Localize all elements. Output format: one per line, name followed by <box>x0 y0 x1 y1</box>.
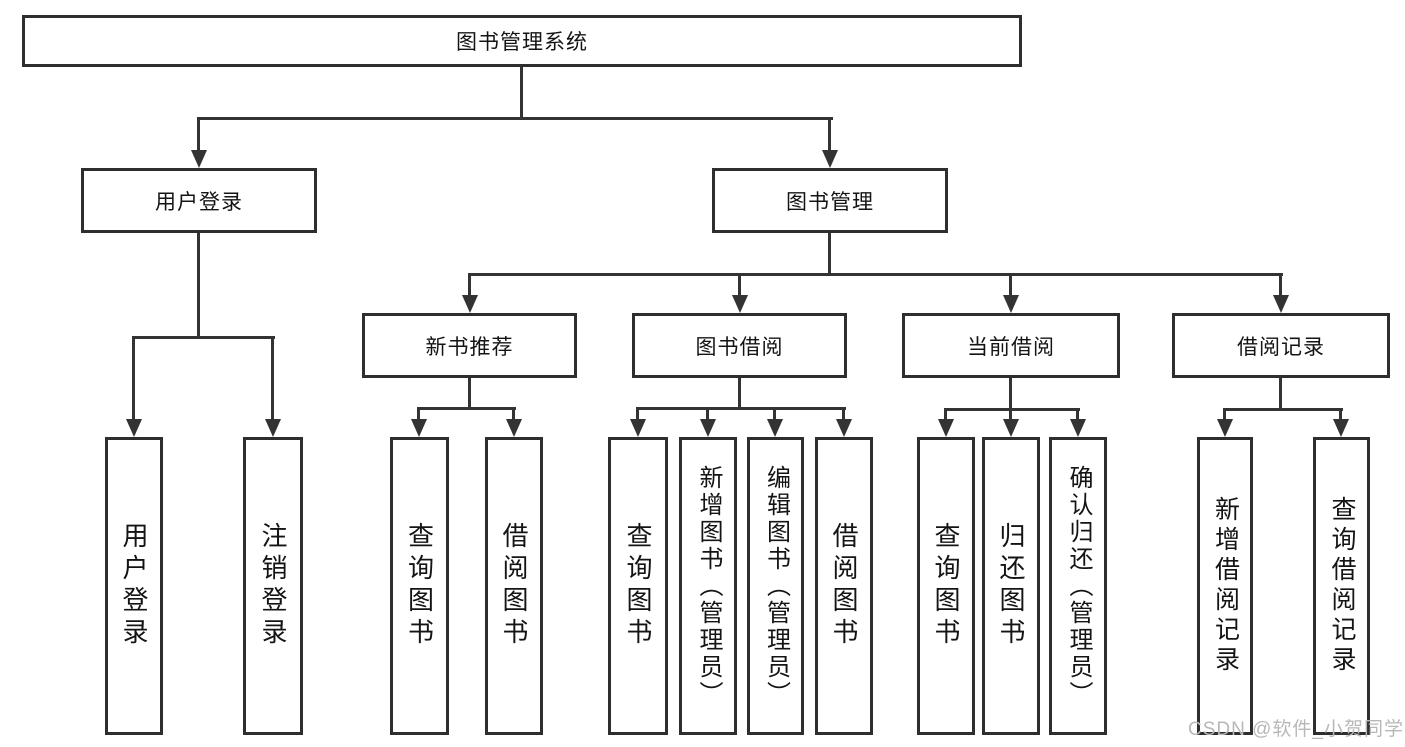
leaf-query-books-current-label: 查询图书 <box>931 522 961 650</box>
connector-line <box>636 407 846 410</box>
connector-line <box>417 407 420 421</box>
leaf-logout-label: 注销登录 <box>258 522 288 650</box>
node-book-borrow-label: 图书借阅 <box>695 335 784 359</box>
arrow-head <box>1070 419 1086 437</box>
leaf-borrow-books-label: 借阅图书 <box>829 522 859 650</box>
leaf-add-borrow-record-label: 新增借阅记录 <box>1211 496 1240 676</box>
arrow-head <box>1003 419 1019 437</box>
connector-line <box>1009 273 1012 297</box>
node-new-book-recommend: 新书推荐 <box>362 313 577 378</box>
connector-line <box>773 407 776 421</box>
connector-line <box>468 378 471 407</box>
arrow-head <box>732 295 748 313</box>
arrow-head <box>1003 295 1019 313</box>
connector-line <box>197 233 200 336</box>
leaf-add-books-admin-label: 新增图书（管理员） <box>695 464 722 708</box>
connector-line <box>132 336 275 339</box>
connector-line <box>197 117 833 120</box>
connector-line <box>828 117 831 154</box>
node-book-management: 图书管理 <box>712 168 948 233</box>
connector-line <box>944 408 1080 411</box>
leaf-query-books-recommend: 查询图书 <box>390 437 449 735</box>
arrow-head <box>630 419 646 437</box>
node-current-borrow: 当前借阅 <box>902 313 1120 378</box>
leaf-query-borrow-record: 查询借阅记录 <box>1313 437 1370 735</box>
arrow-head <box>1217 419 1233 437</box>
arrow-head <box>462 295 478 313</box>
arrow-head <box>836 419 852 437</box>
node-root: 图书管理系统 <box>22 15 1022 67</box>
node-new-book-recommend-label: 新书推荐 <box>425 335 514 359</box>
arrow-head <box>506 419 522 437</box>
arrow-head <box>1273 295 1289 313</box>
connector-line <box>1339 408 1342 421</box>
leaf-query-books-recommend-label: 查询图书 <box>404 522 435 650</box>
connector-line <box>636 407 639 421</box>
node-user-login: 用户登录 <box>81 168 317 233</box>
connector-line <box>1223 408 1343 411</box>
leaf-return-books-label: 归还图书 <box>996 522 1026 650</box>
leaf-add-borrow-record: 新增借阅记录 <box>1197 437 1253 735</box>
connector-line <box>944 408 947 421</box>
leaf-confirm-return-admin: 确认归还（管理员） <box>1049 437 1107 735</box>
node-borrow-records-label: 借阅记录 <box>1237 335 1325 359</box>
connector-line <box>1076 408 1079 421</box>
node-book-borrow: 图书借阅 <box>632 313 847 378</box>
node-user-login-label: 用户登录 <box>155 190 243 214</box>
node-book-management-label: 图书管理 <box>786 190 874 214</box>
connector-line <box>197 117 200 154</box>
connector-line <box>417 407 516 410</box>
connector-line <box>520 67 523 117</box>
leaf-return-books: 归还图书 <box>982 437 1040 735</box>
node-borrow-records: 借阅记录 <box>1172 313 1390 378</box>
leaf-user-login: 用户登录 <box>105 437 163 735</box>
arrow-head <box>265 419 281 437</box>
arrow-head <box>191 150 207 168</box>
leaf-edit-books-admin-label: 编辑图书（管理员） <box>762 464 790 708</box>
arrow-head <box>126 419 142 437</box>
leaf-logout: 注销登录 <box>243 437 303 735</box>
connector-line <box>842 407 845 421</box>
leaf-query-books-current: 查询图书 <box>917 437 975 735</box>
connector-line <box>706 407 709 421</box>
leaf-borrow-books-recommend: 借阅图书 <box>485 437 543 735</box>
connector-line <box>1279 273 1282 297</box>
leaf-add-books-admin: 新增图书（管理员） <box>679 437 737 735</box>
leaf-user-login-label: 用户登录 <box>119 522 149 650</box>
leaf-edit-books-admin: 编辑图书（管理员） <box>747 437 804 735</box>
connector-line <box>132 336 135 423</box>
arrow-head <box>1333 419 1349 437</box>
arrow-head <box>411 419 427 437</box>
arrow-head <box>767 419 783 437</box>
leaf-borrow-books-recommend-label: 借阅图书 <box>499 522 529 650</box>
connector-line <box>828 233 831 273</box>
leaf-borrow-books: 借阅图书 <box>815 437 873 735</box>
connector-line <box>738 378 741 407</box>
arrow-head <box>938 419 954 437</box>
connector-line <box>1009 378 1012 408</box>
leaf-query-books-borrow-label: 查询图书 <box>623 522 653 650</box>
connector-line <box>738 273 741 297</box>
connector-line <box>1223 408 1226 421</box>
csdn-watermark: CSDN @软件_小贺同学 <box>1188 719 1404 740</box>
connector-line <box>468 273 1283 276</box>
leaf-query-borrow-record-label: 查询借阅记录 <box>1328 496 1356 676</box>
connector-line <box>1279 378 1282 408</box>
connector-line <box>1009 408 1012 421</box>
connector-line <box>468 273 471 297</box>
node-current-borrow-label: 当前借阅 <box>967 335 1055 359</box>
node-root-label: 图书管理系统 <box>456 31 588 54</box>
leaf-query-books-borrow: 查询图书 <box>608 437 668 735</box>
arrow-head <box>700 419 716 437</box>
connector-line <box>271 336 274 423</box>
arrow-head <box>822 150 838 168</box>
leaf-confirm-return-admin-label: 确认归还（管理员） <box>1065 464 1092 708</box>
connector-line <box>512 407 515 421</box>
